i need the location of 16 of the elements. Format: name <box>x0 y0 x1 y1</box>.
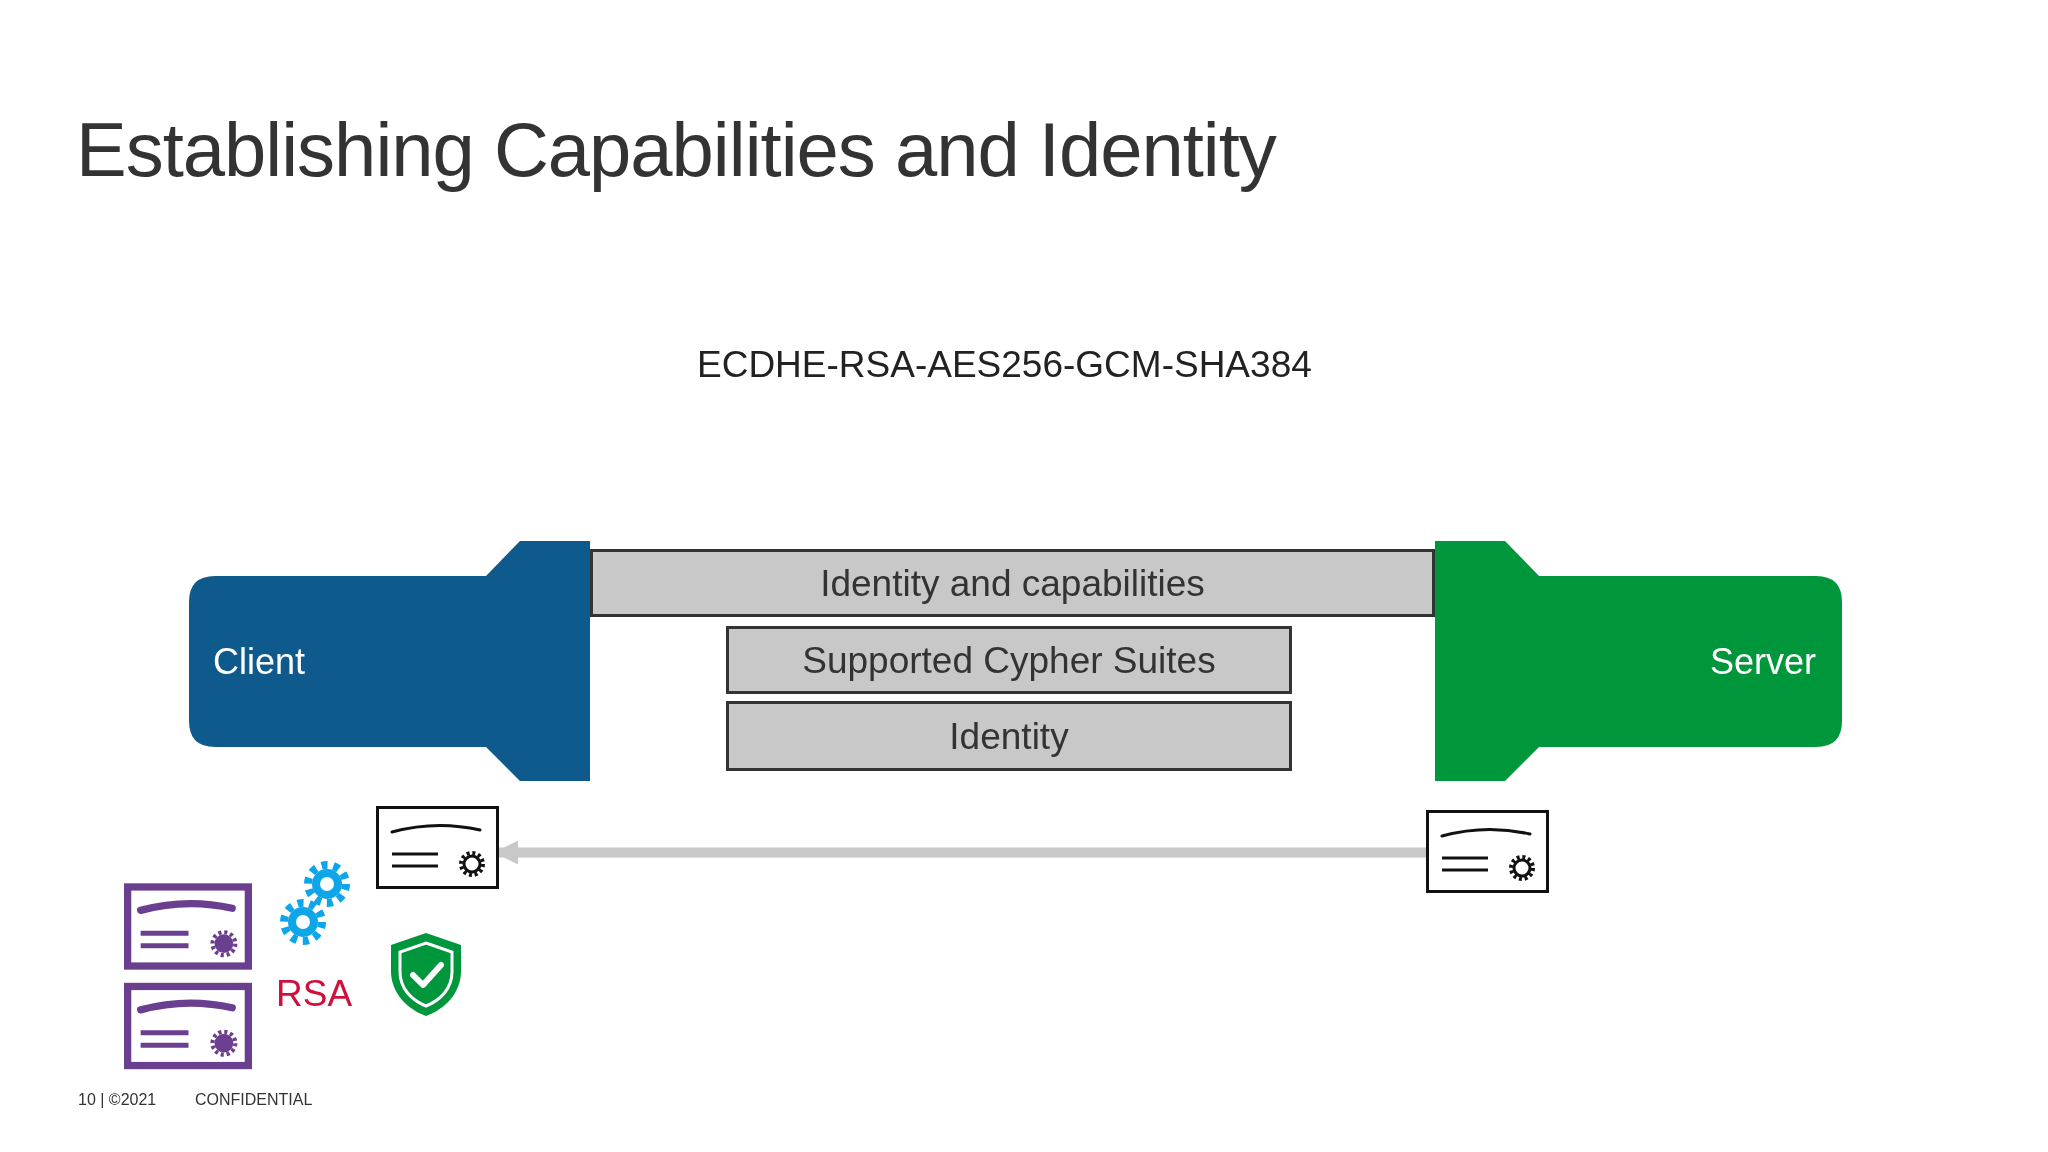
message-bar <box>726 701 1292 771</box>
bar-label: Identity <box>949 717 1069 755</box>
page-footer: 10 | ©2021 <box>78 1092 157 1108</box>
message-bar <box>590 549 1435 617</box>
certificate-icon <box>1426 810 1549 893</box>
message-bar <box>726 626 1292 694</box>
bar-label: Supported Cypher Suites <box>802 641 1216 679</box>
confidential-note: CONFIDENTIAL <box>195 1092 313 1108</box>
rsa-label: RSA <box>276 975 353 1012</box>
bar-label: Identity and capabilities <box>820 564 1205 602</box>
node-label: Client <box>213 644 306 680</box>
client-shape <box>189 541 590 781</box>
cipher-suite-label: ECDHE-RSA-AES256-GCM-SHA384 <box>697 346 1312 383</box>
certificate-icon <box>376 806 499 889</box>
server-shape <box>1435 541 1842 781</box>
node-label: Server <box>1709 644 1816 680</box>
